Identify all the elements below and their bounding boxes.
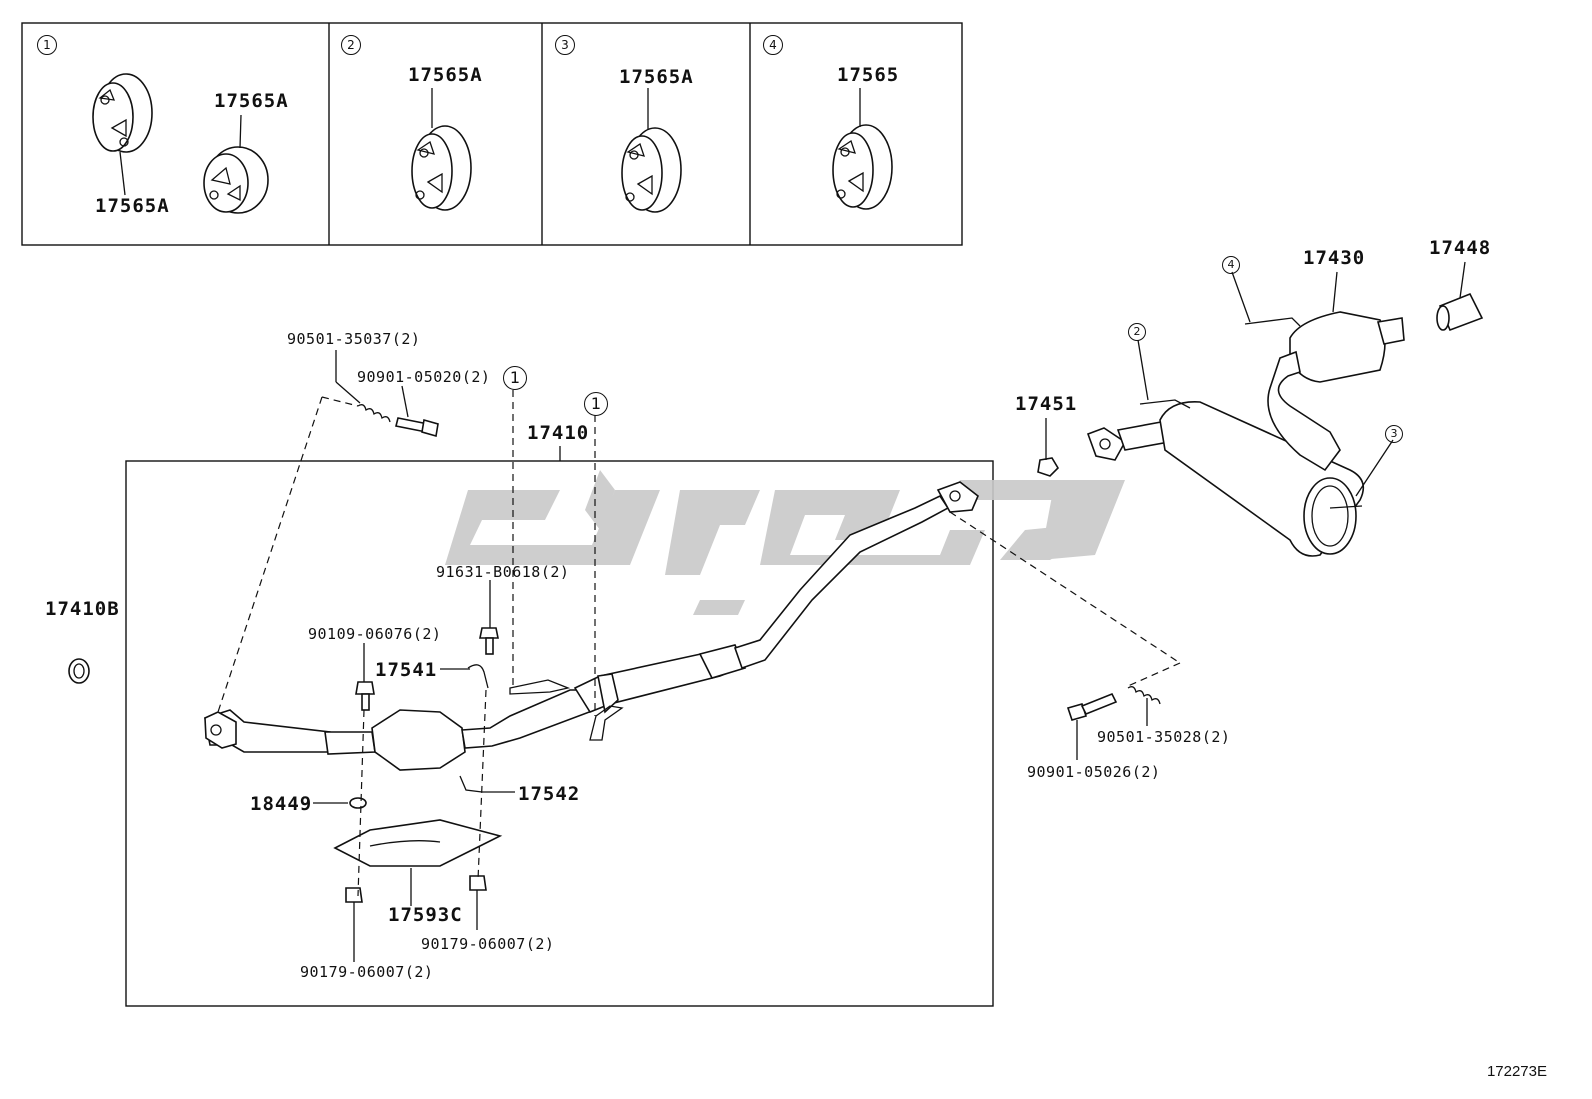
diagram-code: 172273E [1486, 1063, 1547, 1080]
callout-1-left: 1 [503, 366, 527, 390]
gasket-17451 [1037, 457, 1060, 477]
label-stud-bolt-lower: 90501-35028(2) [1097, 728, 1231, 746]
inset2-label: 17565A [408, 64, 483, 86]
gasket-17410b [68, 658, 90, 684]
label-assembly: 17410 [527, 422, 590, 444]
label-bolt-lower: 90901-05026(2) [1027, 763, 1161, 781]
hanger-inset-1a [92, 73, 153, 196]
bolt-lower [1066, 686, 1161, 721]
clamp-17542 [459, 775, 483, 793]
watermark [445, 470, 1125, 615]
label-nut-right: 90179-06007(2) [421, 935, 555, 953]
inset-index-4: 4 [763, 35, 783, 55]
label-screw: 91631-B0618(2) [436, 563, 570, 581]
inset-index-1: 1 [37, 35, 57, 55]
hanger-inset-4 [832, 88, 893, 210]
label-clamp-upper: 17541 [375, 659, 438, 681]
label-tail-pipe: 17430 [1303, 247, 1366, 269]
label-tail-tip: 17448 [1429, 237, 1492, 259]
bolt-90109 [355, 681, 375, 711]
hanger-inset-3 [621, 88, 682, 213]
inset4-label: 17565 [837, 64, 900, 86]
callout-4: 4 [1222, 256, 1240, 274]
label-nut-left: 90179-06007(2) [300, 963, 434, 981]
callout-1-right: 1 [584, 392, 608, 416]
inset1-label-a: 17565A [214, 90, 289, 112]
callout-3: 3 [1385, 425, 1403, 443]
inset3-label: 17565A [619, 66, 694, 88]
label-bolt-converter: 90109-06076(2) [308, 625, 442, 643]
bolt-upper [357, 404, 439, 438]
inset-index-3: 3 [555, 35, 575, 55]
label-gasket-tail: 17451 [1015, 393, 1078, 415]
label-stud-bolt-upper: 90501-35037(2) [287, 330, 421, 348]
callout-2: 2 [1128, 323, 1146, 341]
inset-grid [21, 22, 963, 246]
inset-index-2: 2 [341, 35, 361, 55]
label-gasket-b: 17410B [45, 598, 120, 620]
leader-lines [217, 261, 1466, 962]
screw-91631 [479, 627, 499, 655]
label-bolt-upper: 90901-05020(2) [357, 368, 491, 386]
label-clamp-lower: 17542 [518, 783, 581, 805]
heat-insulator [333, 819, 503, 867]
hanger-inset-1b [203, 114, 269, 214]
hanger-inset-2 [411, 88, 472, 211]
inset1-label-b: 17565A [95, 195, 170, 217]
nut-left [345, 887, 363, 903]
tail-pipe-assembly [1086, 292, 1484, 557]
nut-right [469, 875, 487, 891]
label-heat-insulator: 17593C [388, 904, 463, 926]
clamp-17541 [467, 664, 489, 689]
gasket-18449 [349, 797, 367, 809]
label-gasket-converter: 18449 [250, 793, 313, 815]
front-pipe-assembly [204, 481, 979, 771]
